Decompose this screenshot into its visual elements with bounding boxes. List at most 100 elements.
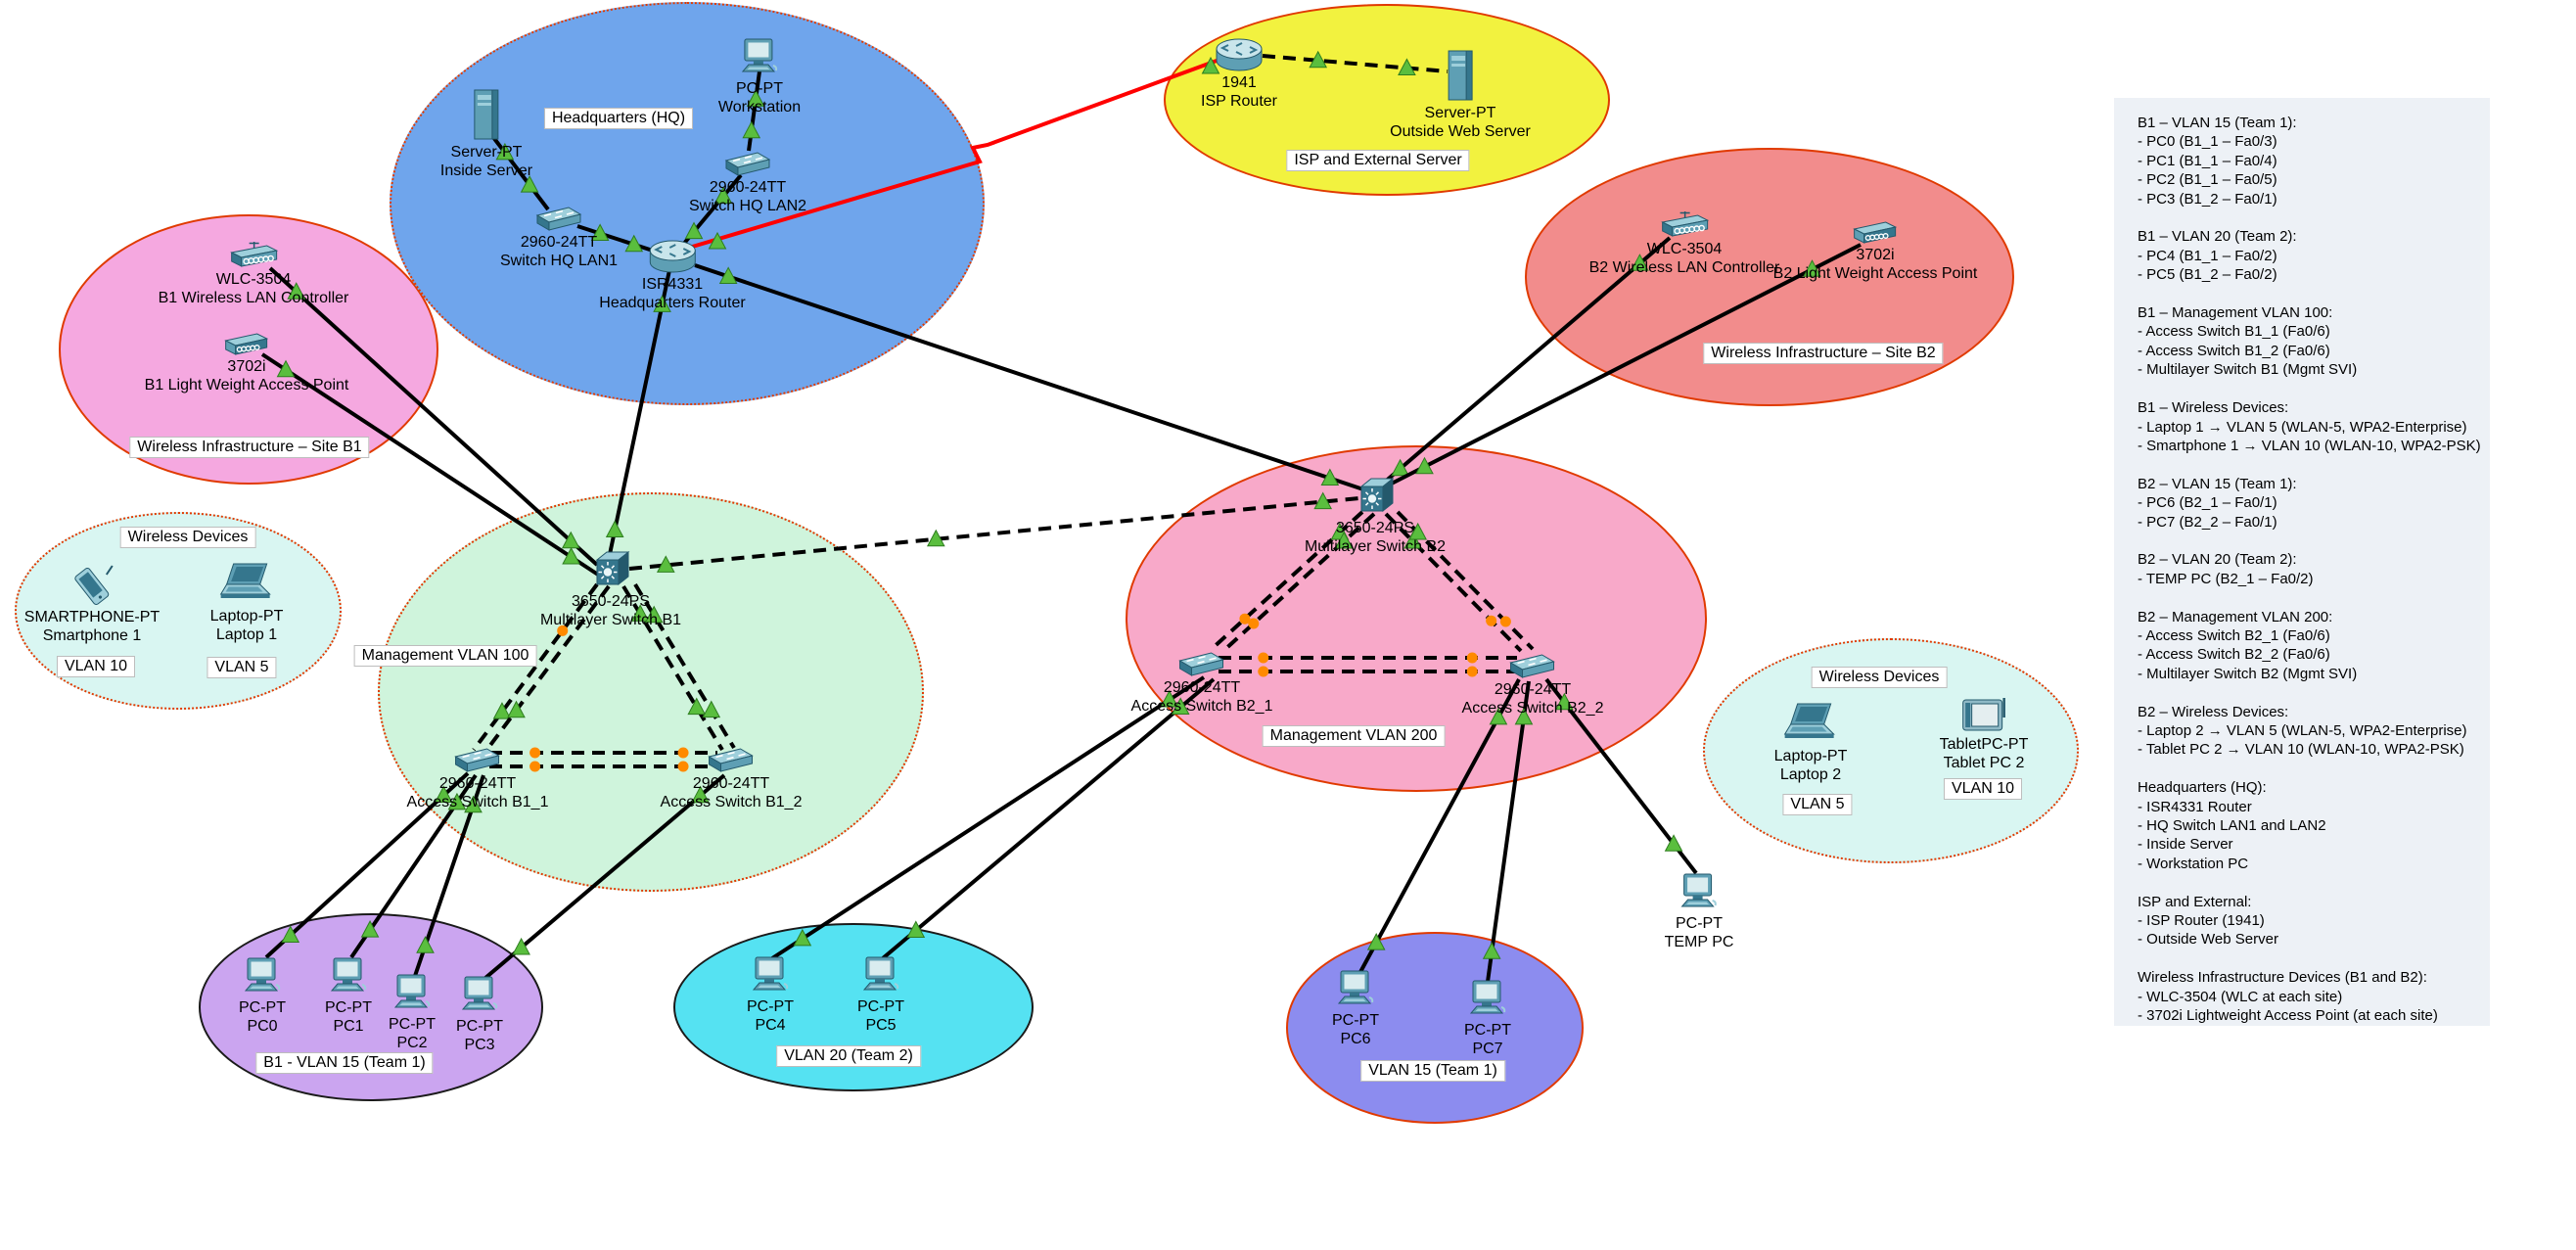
tablet-icon xyxy=(1959,696,2008,735)
device-model-label: 2960-24TT xyxy=(520,234,598,251)
port-status-amber-dot-icon xyxy=(1466,652,1478,664)
cable-apb2-msb2[interactable] xyxy=(1375,243,1862,493)
pc-icon xyxy=(1337,970,1374,1011)
port-status-up-triangle-icon xyxy=(1160,689,1179,708)
cable-b21-pc4[interactable] xyxy=(770,675,1206,960)
pc-icon xyxy=(1680,873,1718,914)
region-label: ISP and External Server xyxy=(1286,150,1470,171)
switch-icon xyxy=(724,149,771,178)
port-status-up-triangle-icon xyxy=(1201,56,1220,74)
cable-b22-pc6[interactable] xyxy=(1358,678,1521,973)
port-status-up-triangle-icon xyxy=(1631,254,1649,271)
pc-icon xyxy=(862,956,899,997)
device-name-label: PC1 xyxy=(333,1018,364,1035)
device-model-label: PC-PT xyxy=(1332,1012,1379,1029)
cable-wlcb2-msb2[interactable] xyxy=(1368,236,1672,496)
region-label: Wireless Devices xyxy=(1811,667,1948,688)
port-status-up-triangle-icon xyxy=(287,282,306,300)
port-status-amber-dot-icon xyxy=(1239,613,1251,625)
cable-b22-pc7[interactable] xyxy=(1486,680,1531,983)
cable-rtr-msb2[interactable] xyxy=(694,263,1364,491)
device-name-label: Tablet PC 2 xyxy=(1943,755,2025,771)
device-name-label: PC2 xyxy=(396,1035,428,1051)
port-status-up-triangle-icon xyxy=(1664,834,1683,852)
switch-icon xyxy=(1178,649,1225,678)
port-status-amber-dot-icon xyxy=(529,761,541,772)
phone-icon xyxy=(67,563,117,608)
port-status-up-triangle-icon xyxy=(793,928,812,947)
device-name-label: Laptop 1 xyxy=(215,626,278,643)
port-status-up-triangle-icon xyxy=(1415,456,1434,475)
device-name-label: Inside Server xyxy=(439,162,533,179)
device-model-label: ISR4331 xyxy=(641,276,704,293)
device-model-label: 2960-24TT xyxy=(692,775,770,792)
cable-msb1-b11-a[interactable] xyxy=(472,582,599,752)
cable-msb2-b21-a[interactable] xyxy=(1210,510,1364,651)
device-ms-b2[interactable]: 3650-24PS Multilayer Switch B2 xyxy=(1305,476,1446,556)
cable-b21-pc5[interactable] xyxy=(881,677,1216,960)
port-status-up-triangle-icon xyxy=(708,231,727,250)
port-status-up-triangle-icon xyxy=(360,920,380,938)
port-status-up-triangle-icon xyxy=(464,795,483,813)
port-status-up-triangle-icon xyxy=(906,920,926,938)
cable-rtr-msb1[interactable] xyxy=(607,269,671,560)
device-name-label: Multilayer Switch B2 xyxy=(1304,538,1447,555)
port-status-up-triangle-icon xyxy=(416,936,435,953)
cable-b11-pc0[interactable] xyxy=(264,771,470,959)
port-status-up-triangle-icon xyxy=(1803,259,1821,277)
port-status-up-triangle-icon xyxy=(718,266,738,284)
device-model-label: 3650-24PS xyxy=(571,593,651,610)
wlc-icon xyxy=(228,241,279,270)
cable-isp-webserver[interactable] xyxy=(1262,54,1449,73)
port-status-up-triangle-icon xyxy=(512,937,530,955)
cable-serial-hq-isp[interactable] xyxy=(688,59,1218,250)
device-model-label: Laptop-PT xyxy=(1773,748,1848,764)
device-model-label: PC-PT xyxy=(1675,915,1723,932)
device-model-label: 1941 xyxy=(1221,74,1257,91)
cable-server-lan1[interactable] xyxy=(484,126,550,211)
cable-msb2-b22-a[interactable] xyxy=(1384,512,1523,653)
cable-msb1-msb2[interactable] xyxy=(628,496,1360,571)
cable-msb2-b21-b[interactable] xyxy=(1221,512,1376,653)
device-name-label: PC7 xyxy=(1472,1041,1503,1057)
device-model-label: Laptop-PT xyxy=(209,608,284,625)
device-model-label: 3650-24PS xyxy=(1335,520,1415,536)
port-status-amber-dot-icon xyxy=(557,625,569,636)
port-status-up-triangle-icon xyxy=(644,605,664,624)
cable-apb1-msb1[interactable] xyxy=(260,352,600,577)
cable-wlcb1-msb1[interactable] xyxy=(268,266,599,567)
cable-msb1-b11-b[interactable] xyxy=(483,584,611,754)
mlswitch-icon xyxy=(1356,476,1395,519)
cable-b12-pc3[interactable] xyxy=(483,773,726,980)
region-label: VLAN 20 (Team 2) xyxy=(776,1045,921,1067)
